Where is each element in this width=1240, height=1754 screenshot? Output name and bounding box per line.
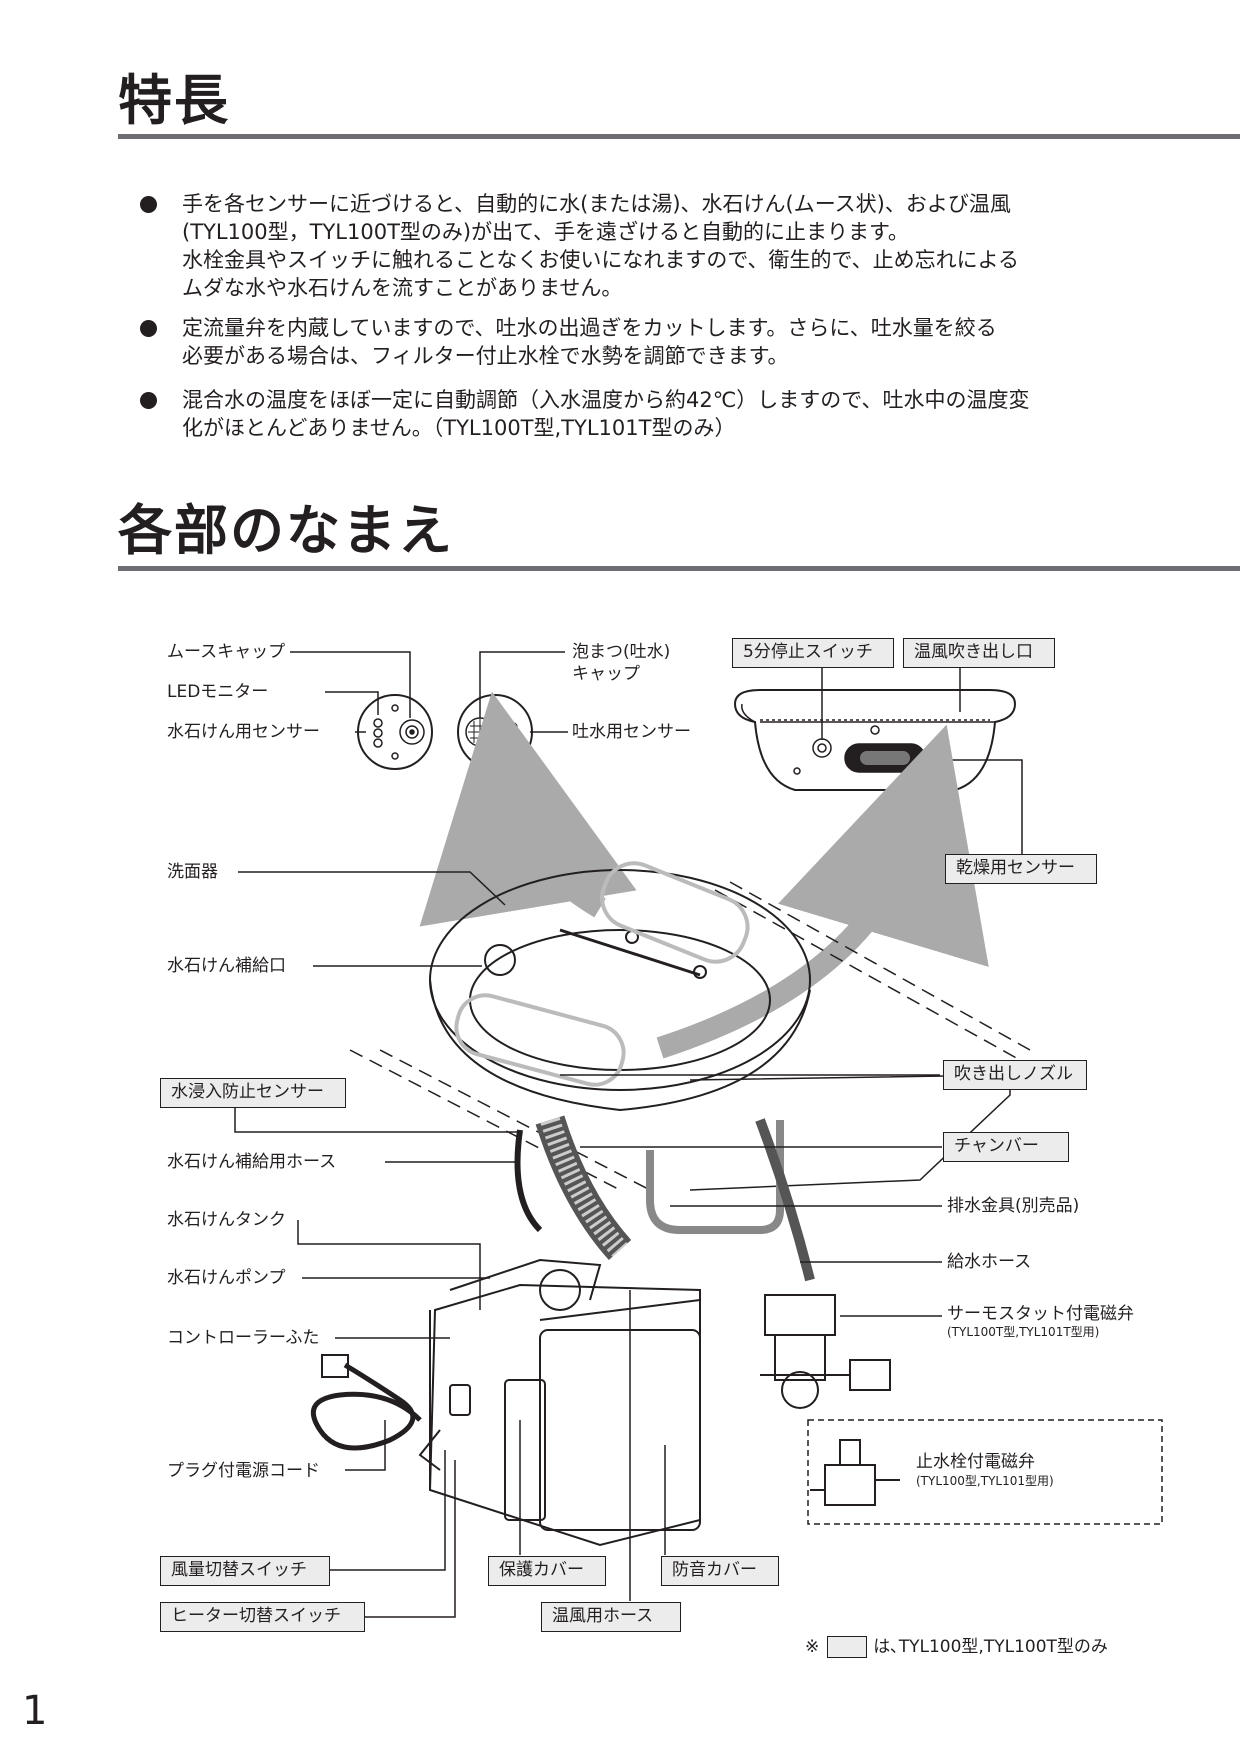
stop-valve-box <box>807 1419 1163 1525</box>
bullet-line: 手を各センサーに近づけると、自動的に水(または湯)、水石けん(ムース状)、および… <box>182 192 1011 216</box>
water-sensor-panel-icon <box>457 694 533 770</box>
thermostat-valve-icon <box>760 1294 891 1409</box>
label-water-sensor: 吐水用センサー <box>572 722 691 742</box>
footnote-mark: ※ <box>805 1637 820 1657</box>
label-five-min-switch: 5分停止スイッチ <box>732 638 894 668</box>
basin-icon <box>429 869 811 1112</box>
supply-hose-icon <box>755 1118 815 1282</box>
label-stop-valve: 止水栓付電磁弁 <box>916 1452 1035 1472</box>
bullet-line: 必要がある場合は、フィルター付止水栓で水勢を調節できます。 <box>182 344 789 368</box>
label-controller-lid: コントローラーふた <box>167 1328 320 1348</box>
label-mousse-cap: ムースキャップ <box>167 642 286 662</box>
leader-lines-lower <box>234 871 942 1618</box>
plug-icon <box>321 1354 349 1378</box>
drain-pipe-icon <box>646 1120 784 1234</box>
faucet-highlight <box>600 861 750 964</box>
soap-hose-icon <box>514 1129 543 1233</box>
dryer-unit-icon <box>733 689 1017 791</box>
label-sound-cover: 防音カバー <box>661 1556 779 1586</box>
controller-box-icon <box>418 1258 701 1547</box>
bullet-dot-icon <box>140 392 157 409</box>
bullet-dot-icon <box>140 196 157 213</box>
features-heading-rule <box>118 134 1240 139</box>
footnote-text: は､TYL100型,TYL100T型のみ <box>873 1637 1108 1657</box>
parts-heading-rule <box>118 566 1240 571</box>
label-dry-sensor: 乾燥用センサー <box>945 854 1097 884</box>
curved-arrow-right-icon <box>656 724 989 1059</box>
label-basin: 洗面器 <box>167 862 218 882</box>
bullet-line: (TYL100型，TYL100T型のみ)が出て、手を遠ざけると自動的に止まります… <box>182 220 909 244</box>
label-blow-nozzle: 吹き出しノズル <box>943 1060 1087 1090</box>
footnote: ※ は､TYL100型,TYL100T型のみ <box>805 1632 1108 1658</box>
label-soap-sensor: 水石けん用センサー <box>167 722 320 742</box>
label-warm-air-outlet: 温風吹き出し口 <box>903 638 1055 668</box>
power-cord-icon <box>310 1362 422 1451</box>
label-airflow-switch: 風量切替スイッチ <box>160 1556 330 1586</box>
label-drain-fitting: 排水金具(別売品) <box>947 1196 1080 1216</box>
label-stop-valve-note: (TYL100型,TYL101型用) <box>916 1474 1054 1488</box>
label-soap-refill: 水石けん補給口 <box>167 956 286 976</box>
label-warm-air-hose: 温風用ホース <box>541 1602 681 1632</box>
label-supply-hose: 給水ホース <box>947 1252 1032 1272</box>
stop-valve-icon <box>810 1439 900 1506</box>
parts-heading: 各部のなまえ <box>118 499 454 562</box>
label-protect-cover: 保護カバー <box>488 1556 606 1586</box>
bullet-line: 水栓金具やスイッチに触れることなくお使いになれますので、衛生的で、止め忘れによる <box>182 248 1020 272</box>
label-thermostat-valve-note: (TYL100T型,TYL101T型用) <box>947 1325 1100 1339</box>
label-soap-refill-hose: 水石けん補給用ホース <box>167 1152 337 1172</box>
bullet-line: 定流量弁を内蔵していますので、吐水の出過ぎをカットします。さらに、吐水量を絞る <box>182 316 997 340</box>
label-foam-cap-line2: キャップ <box>572 664 640 684</box>
bullet-line: 混合水の温度をほぼ一定に自動調節（入水温度から約42℃）しますので、吐水中の温度… <box>182 388 1030 412</box>
page-number: 1 <box>22 1688 48 1734</box>
curved-arrow-left-icon <box>419 691 637 927</box>
label-thermostat-valve: サーモスタット付電磁弁 <box>947 1304 1134 1324</box>
label-soap-pump: 水石けんポンプ <box>167 1268 286 1288</box>
bullet-line: 化がほとんどありません。（TYL100T型,TYL101T型のみ） <box>182 416 736 440</box>
label-foam-cap-line1: 泡まつ(吐水) <box>572 642 671 662</box>
label-power-cord: プラグ付電源コード <box>167 1461 320 1481</box>
counter-outline <box>689 1074 1011 1191</box>
features-heading: 特長 <box>118 69 230 132</box>
label-soap-tank: 水石けんタンク <box>167 1210 286 1230</box>
label-flood-sensor: 水浸入防止センサー <box>160 1078 346 1108</box>
bullet-dot-icon <box>140 320 157 337</box>
footnote-swatch <box>827 1636 868 1658</box>
label-led-monitor: LEDモニター <box>167 682 269 702</box>
bullet-line: ムダな水や水石けんを流すことがありません。 <box>182 276 623 300</box>
label-chamber: チャンバー <box>943 1132 1069 1162</box>
soap-sensor-panel-icon <box>357 694 433 770</box>
label-heater-switch: ヒーター切替スイッチ <box>160 1602 365 1632</box>
nozzle-highlight <box>454 993 626 1087</box>
